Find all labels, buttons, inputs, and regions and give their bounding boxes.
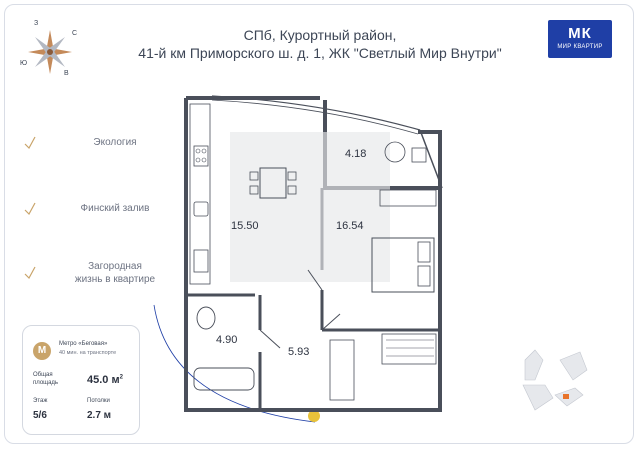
check-icon — [24, 136, 36, 149]
window-curve — [211, 95, 421, 131]
page-frame — [4, 4, 634, 444]
ceiling-value: 2.7 м — [87, 410, 112, 421]
sun-icon — [308, 410, 320, 422]
pillow — [417, 265, 431, 287]
door-swing — [321, 313, 341, 331]
check-icon — [24, 202, 36, 215]
burner — [201, 157, 207, 163]
watermark-panel — [230, 132, 390, 282]
building-block — [524, 349, 544, 381]
area-unit-superscript: 2 — [119, 374, 123, 381]
company-logo: МК МИР КВАРТИР — [548, 20, 612, 58]
door-swing — [259, 329, 281, 349]
sun-path-arc — [153, 304, 316, 423]
desk — [379, 189, 437, 207]
kitchen-area: 15.50 — [231, 220, 259, 232]
toilet-icon — [196, 306, 216, 330]
compass-west-label: З — [34, 20, 39, 27]
metro-station-name: Метро «Беговая» — [59, 341, 108, 347]
floor-plan-drawing — [152, 95, 443, 423]
logo-subtitle: МИР КВАРТИР — [557, 44, 603, 50]
feature-label: Финский залив — [80, 203, 150, 214]
address-line-1: СПб, Курортный район, — [243, 27, 397, 43]
hall-area: 5.93 — [288, 346, 310, 358]
feature-label: Экология — [93, 137, 137, 148]
pillow — [417, 241, 431, 263]
sink-icon — [193, 201, 209, 217]
floor-plan: 15.50 16.54 4.18 4.90 5.93 — [150, 90, 480, 440]
round-table — [384, 141, 406, 163]
address-title: СПб, Курортный район, 41-й км Приморског… — [130, 26, 510, 62]
apartment-marker — [563, 394, 569, 399]
chair — [249, 171, 259, 181]
logo-mark: МК — [568, 25, 592, 42]
chair — [287, 171, 297, 181]
feature-label: Загородная жизнь в квартире — [56, 260, 174, 286]
address-line-2: 41-й км Приморского ш. д. 1, ЖК "Светлый… — [138, 45, 502, 61]
hall-cabinet — [329, 339, 355, 401]
balcony-edge — [419, 129, 443, 189]
bathtub-icon — [193, 367, 255, 391]
bed — [371, 237, 435, 293]
door-swing — [307, 269, 323, 291]
bathroom-area: 4.90 — [216, 334, 238, 346]
check-icon — [24, 266, 36, 279]
burner — [201, 148, 207, 154]
balcony-area: 4.18 — [345, 148, 367, 160]
total-area-label: Общая площадь — [33, 371, 58, 387]
wardrobe-shelves — [386, 339, 434, 357]
metro-travel-time: 40 мин. на транспорте — [59, 350, 117, 356]
building-block — [522, 384, 554, 411]
metro-icon: M — [33, 342, 51, 360]
floor-value: 5/6 — [33, 410, 47, 421]
chair — [249, 185, 259, 195]
compass-rose-icon — [28, 30, 72, 74]
total-area-number: 45.0 м — [87, 374, 120, 386]
living-room-area: 16.54 — [336, 220, 364, 232]
total-area-label-line-1: Общая — [33, 372, 53, 378]
fridge-icon — [193, 249, 209, 273]
total-area-label-line-2: площадь — [33, 380, 59, 386]
compass-north-label: С — [72, 30, 78, 37]
exterior-walls — [184, 96, 442, 412]
stove-icon — [193, 145, 209, 167]
burner — [195, 157, 201, 163]
total-area-value: 45.0 м2 — [87, 374, 123, 386]
moon-icon — [152, 298, 163, 313]
wardrobe — [381, 333, 437, 365]
floor-label: Этаж — [33, 398, 48, 404]
chair — [287, 185, 297, 195]
window-curve-inner — [211, 99, 419, 135]
compass-south-label: Ю — [20, 60, 28, 67]
compass-east-label: В — [64, 70, 69, 77]
compass: З С Ю В — [20, 20, 80, 82]
kitchen-counter — [189, 103, 211, 285]
dining-table — [259, 167, 287, 199]
armchair — [411, 147, 427, 163]
apartment-info-card: M Метро «Беговая» 40 мин. на транспорте … — [22, 325, 140, 435]
burner — [195, 148, 201, 154]
feature-label-line-1: Загородная — [88, 261, 142, 272]
building-block — [559, 351, 588, 381]
feature-label-line-2: жизнь в квартире — [74, 274, 156, 285]
ceiling-label: Потолки — [87, 398, 110, 404]
site-plan-drawing — [522, 349, 588, 411]
site-plan — [505, 340, 595, 420]
